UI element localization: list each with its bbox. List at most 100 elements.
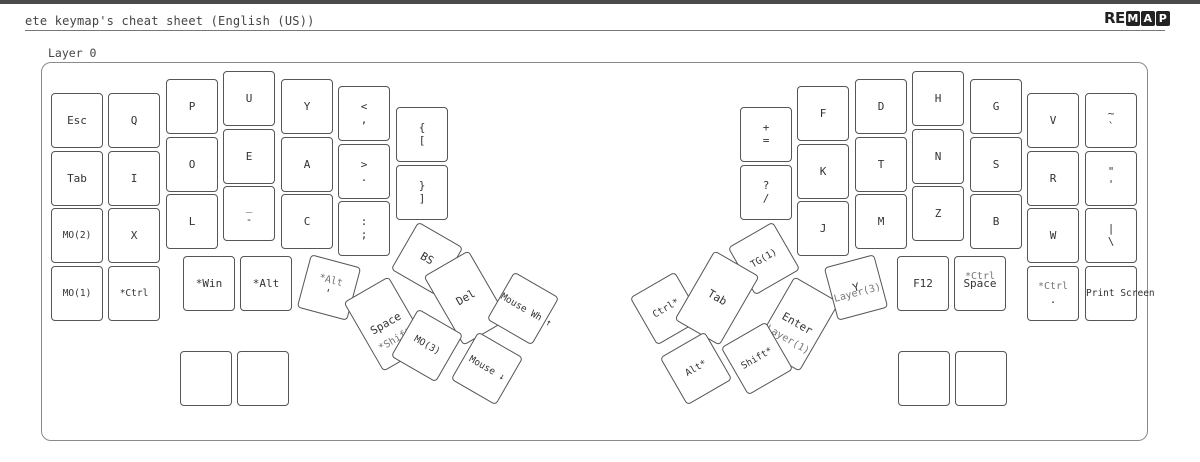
key-semicolon[interactable]: :;	[338, 201, 390, 256]
key-lwin[interactable]: *Win	[183, 256, 235, 311]
key-label: E	[245, 149, 253, 163]
key-lbracket[interactable]: {[	[396, 107, 448, 162]
key-mo1[interactable]: MO(1)	[51, 266, 103, 321]
key-comma[interactable]: <,	[338, 86, 390, 141]
key-f[interactable]: F	[797, 86, 849, 141]
remap-logo[interactable]: RE M A P	[1104, 9, 1170, 27]
key-base-label: ]	[418, 192, 426, 205]
logo-box-m: M	[1125, 10, 1140, 26]
key-slash[interactable]: ?/	[740, 165, 792, 220]
key-label: *Win	[195, 276, 223, 290]
key-y-left[interactable]: Y	[281, 79, 333, 134]
key-shift-label: ?	[762, 179, 770, 192]
key-blank-l1[interactable]	[180, 351, 232, 406]
key-base-label: [	[418, 134, 426, 147]
key-w[interactable]: W	[1027, 208, 1079, 263]
key-plus[interactable]: +=	[740, 107, 792, 162]
key-label: K	[819, 164, 827, 178]
key-label: U	[245, 91, 253, 105]
key-x[interactable]: X	[108, 208, 160, 263]
key-label: D	[877, 99, 885, 113]
key-h[interactable]: H	[912, 71, 964, 126]
key-shift-label: {	[418, 121, 426, 134]
key-shift-label: >	[360, 158, 368, 171]
key-shift-label: }	[418, 179, 426, 192]
key-label: C	[303, 214, 311, 228]
key-t[interactable]: T	[855, 137, 907, 192]
key-o[interactable]: O	[166, 137, 218, 192]
key-label: B	[992, 214, 1000, 228]
key-space-ctrl[interactable]: Space*Ctrl	[954, 256, 1006, 311]
key-base-label: .	[360, 171, 368, 184]
key-a[interactable]: A	[281, 137, 333, 192]
key-m[interactable]: M	[855, 194, 907, 249]
key-label: L	[188, 214, 196, 228]
key-period[interactable]: >.	[338, 144, 390, 199]
key-blank-r2[interactable]	[955, 351, 1007, 406]
key-base-label: .	[1049, 293, 1057, 306]
key-j[interactable]: J	[797, 201, 849, 256]
keyboard-outline	[41, 62, 1148, 441]
key-base-label: `	[1107, 120, 1115, 133]
key-i[interactable]: I	[108, 151, 160, 206]
key-rbracket[interactable]: }]	[396, 165, 448, 220]
key-label: V	[1049, 113, 1057, 127]
key-label: I	[130, 171, 138, 185]
key-k[interactable]: K	[797, 144, 849, 199]
key-shift-label: |	[1107, 222, 1115, 235]
key-label: Esc	[67, 113, 87, 127]
key-lctrl[interactable]: *Ctrl	[108, 266, 160, 321]
key-shift-label: <	[360, 100, 368, 113]
key-shift-label: _	[245, 200, 253, 213]
key-label: X	[130, 228, 138, 242]
key-grave[interactable]: ~`	[1085, 93, 1137, 148]
key-s[interactable]: S	[970, 137, 1022, 192]
key-d[interactable]: D	[855, 79, 907, 134]
key-tab-left[interactable]: Tab	[51, 151, 103, 206]
key-label: R	[1049, 171, 1057, 185]
key-b[interactable]: B	[970, 194, 1022, 249]
key-label: Tab	[705, 286, 730, 309]
key-minus[interactable]: _-	[223, 186, 275, 241]
key-z[interactable]: Z	[912, 186, 964, 241]
key-blank-r1[interactable]	[898, 351, 950, 406]
key-pipe[interactable]: |\	[1085, 208, 1137, 263]
key-label: Shift*	[739, 344, 775, 372]
key-label: Print Screen	[1086, 287, 1155, 299]
key-label: Alt*	[683, 357, 709, 379]
key-n[interactable]: N	[912, 129, 964, 184]
key-shift-label: :	[360, 215, 368, 228]
key-label: M	[877, 214, 885, 228]
key-label: F	[819, 106, 827, 120]
key-label: *Ctrl	[119, 287, 149, 299]
key-label: MO(2)	[62, 229, 92, 241]
key-p[interactable]: P	[166, 79, 218, 134]
key-esc[interactable]: Esc	[51, 93, 103, 148]
key-label: Z	[934, 206, 942, 220]
key-v[interactable]: V	[1027, 93, 1079, 148]
key-label: T	[877, 157, 885, 171]
key-u[interactable]: U	[223, 71, 275, 126]
key-g[interactable]: G	[970, 79, 1022, 134]
key-f12[interactable]: F12	[897, 256, 949, 311]
key-print-screen[interactable]: Print Screen	[1085, 266, 1155, 321]
key-lalt[interactable]: *Alt	[240, 256, 292, 311]
key-l[interactable]: L	[166, 194, 218, 249]
key-label: Del	[453, 286, 478, 309]
key-period-ctrl[interactable]: *Ctrl.	[1027, 266, 1079, 321]
key-label: Y	[303, 99, 311, 113]
key-e[interactable]: E	[223, 129, 275, 184]
layer-label: Layer 0	[48, 46, 97, 60]
key-dquote[interactable]: "'	[1085, 151, 1137, 206]
page-title: ete keymap's cheat sheet (English (US))	[25, 14, 315, 28]
logo-text: RE	[1104, 9, 1125, 27]
key-mo2[interactable]: MO(2)	[51, 208, 103, 263]
key-label: H	[934, 91, 942, 105]
key-c[interactable]: C	[281, 194, 333, 249]
key-blank-l2[interactable]	[237, 351, 289, 406]
key-label: O	[188, 157, 196, 171]
key-hold-label: *Ctrl	[1037, 281, 1069, 292]
key-r[interactable]: R	[1027, 151, 1079, 206]
key-label: *Alt	[252, 276, 280, 290]
key-q[interactable]: Q	[108, 93, 160, 148]
